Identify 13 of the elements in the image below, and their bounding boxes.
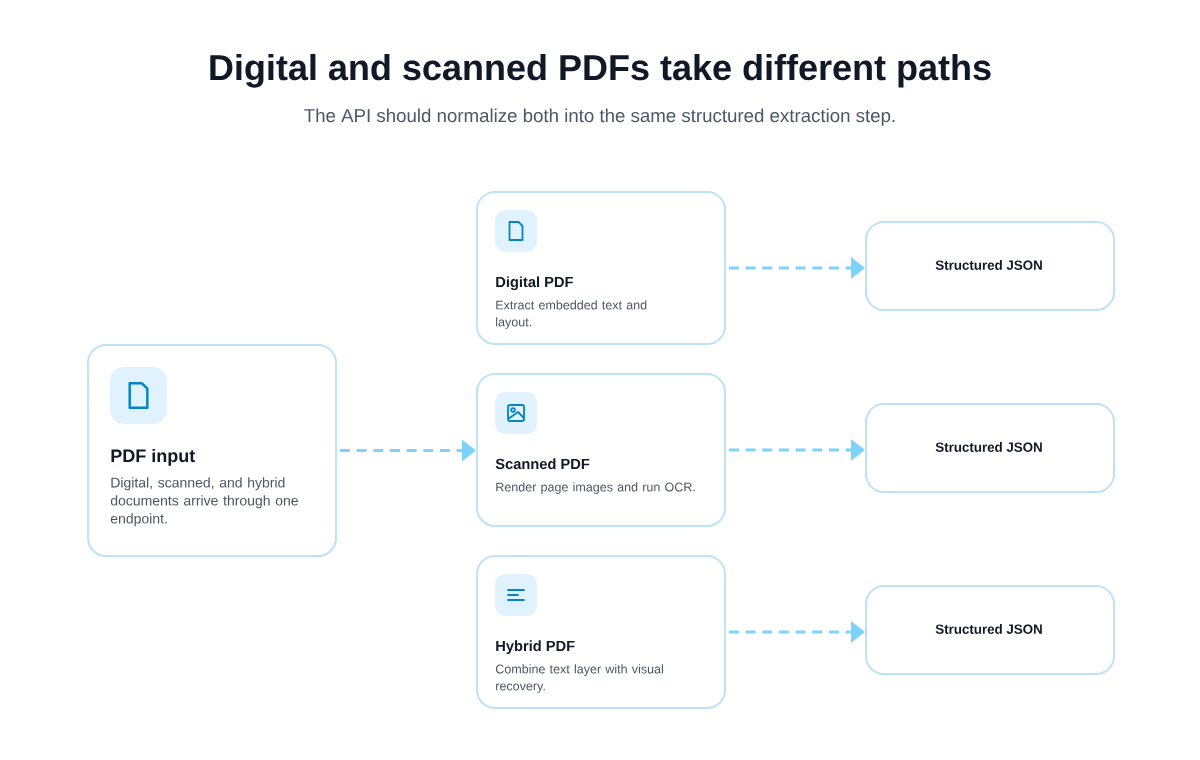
node-description: Render page images and run OCR. (496, 482, 695, 494)
node-description: Digital, scanned, and hybrid documents arrive through one endpoint. (110, 477, 298, 527)
node-heading: PDF input (111, 448, 196, 466)
box-label: Structured JSON (935, 624, 1042, 634)
node-heading: Hybrid PDF (496, 640, 575, 655)
box-label: Structured JSON (935, 442, 1042, 452)
box-label: Structured JSON (935, 260, 1042, 270)
node-heading: Digital PDF (496, 276, 573, 291)
subtitle: The API should normalize both into the same structured extraction step. (304, 108, 895, 126)
title: Digital and scanned PDFs take different paths (210, 53, 991, 88)
node-description: Extract embedded text and layout. (496, 300, 647, 329)
node-heading: Scanned PDF (495, 458, 590, 470)
node-description: Combine text layer with visual recovery. (495, 664, 663, 693)
